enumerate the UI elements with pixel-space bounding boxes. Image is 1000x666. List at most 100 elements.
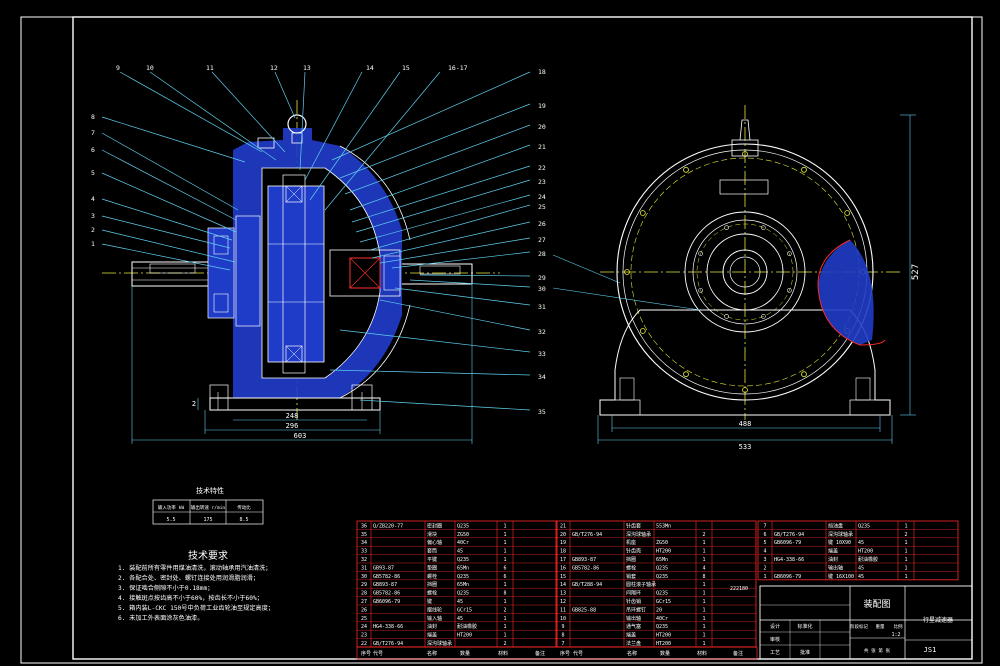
bom-name: 挡圈 (626, 556, 636, 563)
bom-code: GB/T276-94 (572, 532, 602, 538)
bom-name: 针齿壳 (626, 548, 641, 555)
bom-material: 553Mn (656, 523, 671, 529)
bom-name: 针齿套 (626, 522, 641, 529)
bom-no: 9 (561, 624, 564, 630)
bom-qty: 1 (702, 540, 705, 546)
bom-name: 销套 (626, 573, 636, 580)
side-view: 527 488 533 (552, 105, 921, 451)
bom-code: GB6096-79 (774, 540, 801, 546)
bom-no: 7 (763, 523, 766, 529)
bom-no: 7 (561, 641, 564, 647)
bom-material: 45 (457, 549, 463, 555)
bom-qty: 4 (702, 565, 705, 571)
bolt-hole (844, 210, 851, 216)
tb-label-stage: 阶段标记 (850, 623, 868, 630)
balloon-label: 4 (91, 195, 95, 203)
spec-h3: 传动比 (237, 504, 251, 511)
bom-name: 螺栓 (427, 573, 437, 580)
dim-w1: 248 (286, 412, 299, 420)
bom-code: Q/ZB220-77 (373, 523, 403, 529)
bom-qty: 1 (503, 633, 506, 639)
bom-no: 22 (361, 641, 367, 647)
bom-name: 机座 (626, 539, 636, 546)
bom-material: 耐油橡胶 (457, 623, 477, 630)
spec-v3: 8.5 (239, 517, 248, 523)
tech-title: 技术要求 (188, 549, 228, 562)
bom-material: 45 (858, 540, 864, 546)
bom-material: 耐油橡胶 (858, 556, 878, 563)
bom-no: 36 (361, 523, 367, 529)
bom-code: GB5782-86 (572, 565, 599, 571)
bom-material: Q235 (858, 523, 870, 529)
spec-v2: 175 (203, 517, 212, 523)
bom-material: HT200 (457, 633, 472, 639)
bom-material: 40Cr (457, 540, 469, 546)
tb-label-process: 工艺 (770, 650, 780, 656)
bom-name: 摆线轮 (427, 606, 442, 613)
bom-footer-label: 数量 (460, 650, 470, 657)
tb-label-approve: 批准 (800, 649, 810, 656)
bom-qty: 1 (904, 523, 907, 529)
bom-qty: 1 (702, 641, 705, 647)
bom-code: HG4-338-66 (774, 557, 804, 563)
bom-no: 29 (361, 582, 367, 588)
balloon-label: 20 (538, 123, 546, 131)
spec-v1: 5.5 (166, 517, 175, 523)
balloon-label: 28 (538, 250, 546, 258)
bom-no: 25 (361, 616, 367, 622)
bom-material: 65Mn (457, 565, 469, 571)
bom-material: 45 (858, 574, 864, 580)
bom-code: GB825-88 (572, 607, 596, 613)
front-section-view: 248 296 603 2 (91, 64, 546, 444)
bolt-hole-inner (787, 251, 792, 256)
balloon-label: 11 (206, 64, 214, 72)
bom-name: 平键 (427, 556, 437, 563)
bom-no: 24 (361, 624, 367, 630)
bom-qty: 1 (503, 540, 506, 546)
bom-name: 螺栓 (626, 564, 636, 571)
bom-qty: 1 (503, 523, 506, 529)
bom-footer-label: 序号 (560, 650, 570, 657)
bom-footer-label: 数量 (660, 650, 670, 657)
bom-no: 13 (560, 591, 566, 597)
bolt-hole (624, 269, 630, 275)
bom-name: 吊环螺钉 (626, 606, 646, 613)
bom-code: GB893-87 (572, 557, 596, 563)
bom-qty: 2 (503, 607, 506, 613)
bom-material: 40Cr (656, 616, 668, 622)
balloon-label: 23 (538, 178, 546, 186)
bom-no: 34 (361, 540, 367, 546)
bom-footer-label: 名称 (427, 650, 437, 657)
bolt-hole-inner (724, 314, 729, 319)
bom-no: 10 (560, 616, 566, 622)
bom-qty: 1 (702, 607, 705, 613)
bom-no: 6 (763, 532, 766, 538)
bom-no: 5 (763, 540, 766, 546)
bom-no: 4 (763, 549, 766, 555)
balloon-label: 15 (402, 64, 410, 72)
balloon-label: 16-17 (448, 64, 468, 72)
bolt-hole-inner (724, 225, 729, 230)
bom-name: 键 16X100 (828, 573, 854, 580)
bom-code: GB6096-79 (774, 574, 801, 580)
bom-qty: 1 (702, 591, 705, 597)
bom-material: ZG50 (457, 532, 469, 538)
bolt-hole-inner (698, 251, 703, 256)
bom-name: 输出轴 (828, 564, 843, 571)
bom-no: 31 (361, 565, 367, 571)
bom-material: HT200 (656, 633, 671, 639)
bom-no: 18 (560, 549, 566, 555)
dim-h-base: 2 (192, 400, 196, 408)
balloon-label: 2 (91, 226, 95, 234)
bom-code: GB/T288-94 (572, 582, 602, 588)
bom-name: 针齿销 (626, 598, 641, 605)
bolt-hole-inner (698, 288, 703, 293)
bolt-hole (742, 151, 748, 157)
bom-name: 深沟球轴承 (626, 531, 651, 538)
bom-name: 端盖 (427, 632, 437, 639)
balloon-label: 3 (91, 212, 95, 220)
bom-qty: 2 (503, 641, 506, 647)
balloon-label: 1 (91, 240, 95, 248)
balloon-label: 30 (538, 285, 546, 293)
bom-material: Q235 (656, 565, 668, 571)
